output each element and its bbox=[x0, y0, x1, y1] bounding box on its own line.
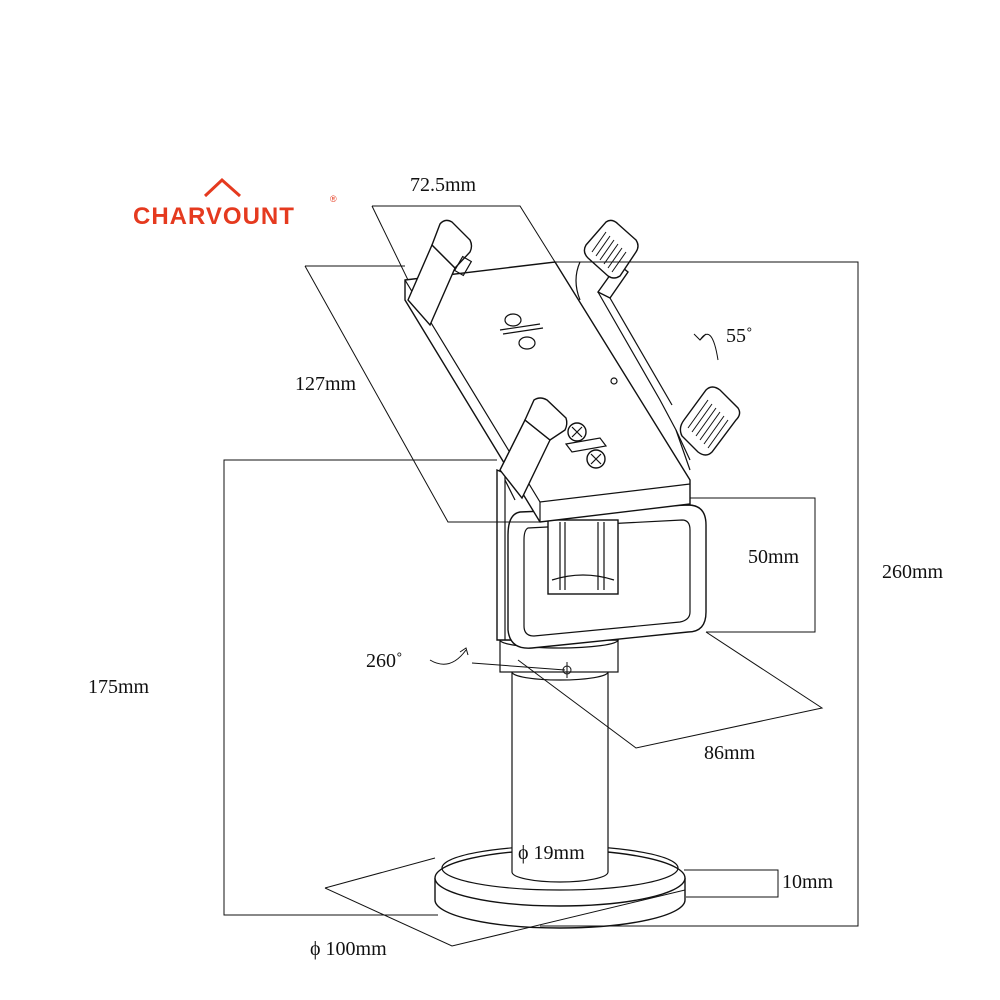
dimension-lines bbox=[223, 205, 859, 947]
brand-logo: CHARVOUNT ® bbox=[133, 177, 337, 230]
label-total-height: 260mm bbox=[882, 561, 944, 583]
label-pole-diameter: ϕ 19mm bbox=[518, 842, 585, 864]
logo-roof-icon bbox=[203, 177, 241, 198]
label-holder-width: 72.5mm bbox=[410, 174, 477, 196]
clip-bottom-left bbox=[499, 397, 568, 501]
label-clamp-width: 86mm bbox=[704, 742, 756, 764]
clip-bottom-right bbox=[675, 386, 741, 471]
ribs-top-right bbox=[591, 231, 627, 273]
brand-name: CHARVOUNT bbox=[133, 203, 295, 230]
label-tilt-angle: 55˚ bbox=[726, 325, 753, 347]
clip-top-right bbox=[575, 219, 691, 461]
label-holder-height: 127mm bbox=[295, 373, 357, 395]
dimension-labels: 72.5mm 127mm 55˚ 50mm 260mm 175mm 260˚ 8… bbox=[88, 174, 944, 960]
ribs-bottom-right bbox=[687, 399, 729, 449]
support-pole bbox=[499, 639, 619, 883]
holder-plate bbox=[404, 261, 691, 523]
label-base-diameter: ϕ 100mm bbox=[310, 938, 387, 960]
label-base-thickness: 10mm bbox=[782, 871, 834, 893]
clip-top-left bbox=[407, 219, 473, 327]
registered-mark: ® bbox=[330, 194, 337, 204]
label-clamp-depth: 50mm bbox=[748, 546, 800, 568]
label-pole-height: 175mm bbox=[88, 676, 150, 698]
label-rotation-angle: 260˚ bbox=[366, 650, 403, 672]
clamp-frame bbox=[507, 504, 707, 649]
